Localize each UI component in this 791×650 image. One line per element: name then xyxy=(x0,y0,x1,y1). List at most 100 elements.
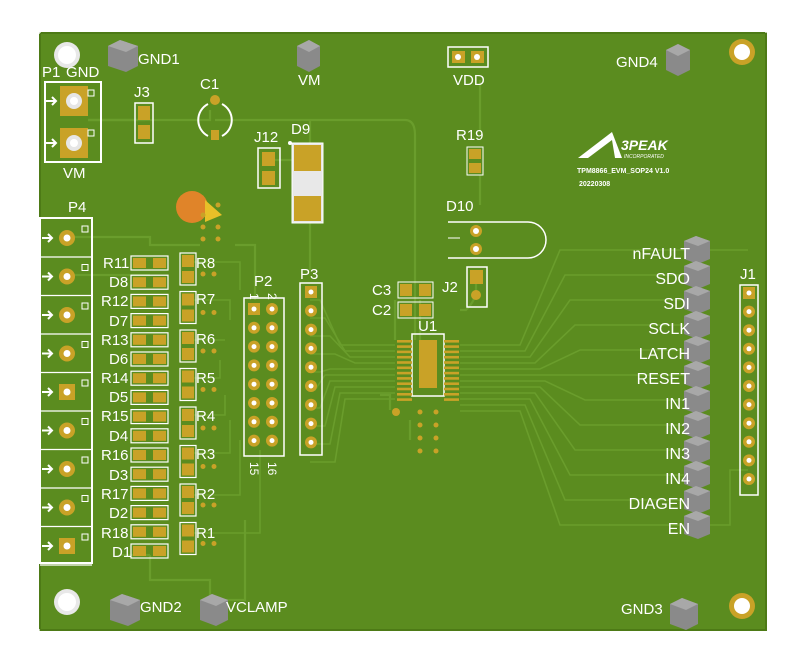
smd-pad xyxy=(133,430,146,441)
j12-ref: J12 xyxy=(254,129,278,146)
via xyxy=(211,541,217,546)
u1-pin xyxy=(397,340,412,343)
u1-pin xyxy=(444,350,459,354)
p4-pin-hole xyxy=(63,350,71,357)
smd-outline xyxy=(130,428,169,444)
p4-pin-hole xyxy=(63,273,71,280)
u1-pin xyxy=(397,382,412,385)
diagen-label: DIAGEN xyxy=(629,496,690,513)
test-point-gnd3[interactable] xyxy=(670,598,698,630)
c2-ref: C2 xyxy=(372,302,391,319)
u1-ref: U1 xyxy=(418,318,437,335)
smd-pad xyxy=(133,354,146,364)
p1-gnd-label: GND xyxy=(66,64,100,81)
j1-pin-hole xyxy=(746,327,752,333)
p4-mark xyxy=(81,302,89,310)
u1-pin xyxy=(397,393,412,396)
smd-pad xyxy=(133,392,146,403)
signal-test-point-top xyxy=(684,436,710,446)
smd-outline xyxy=(130,505,169,521)
test-point-gnd4[interactable] xyxy=(666,44,690,76)
p4-ref: P4 xyxy=(68,199,86,216)
p3-pins xyxy=(305,286,317,449)
p2-pin-hole xyxy=(269,344,275,350)
smd-pad xyxy=(133,546,146,556)
p3-pin-hole xyxy=(308,364,314,370)
sdi-label: SDI xyxy=(663,296,690,313)
mid-resistor-pad xyxy=(182,524,194,537)
p4-pin-hole xyxy=(63,311,71,319)
u1-pin xyxy=(397,377,412,380)
p4-mark xyxy=(81,264,89,271)
smd-pad xyxy=(153,546,166,556)
r8-ref: R8 xyxy=(196,255,215,272)
p2-pin-hole xyxy=(251,400,257,406)
j1-pin-hole xyxy=(746,420,752,426)
u1-pin xyxy=(397,350,412,354)
j1-pin-hole xyxy=(746,383,752,389)
via xyxy=(211,310,217,315)
signal-test-point-top xyxy=(684,486,710,496)
j1-ref: J1 xyxy=(740,266,756,283)
p2-pin-hole xyxy=(251,381,257,387)
j12-pin xyxy=(262,171,275,185)
p2-pin1-label: 1 xyxy=(247,293,261,300)
smd-pad xyxy=(153,315,166,326)
mid-resistor-pad xyxy=(182,486,194,498)
smd-pad xyxy=(153,258,166,268)
r15-ref: R15 xyxy=(101,408,129,425)
smd-pad xyxy=(153,526,166,537)
signal-test-point-top xyxy=(684,311,710,321)
u1-pin xyxy=(444,361,459,364)
p3-pin-hole xyxy=(308,439,314,445)
r6-ref: R6 xyxy=(196,331,215,348)
gnd1-label: GND1 xyxy=(138,51,180,68)
p4-arrow xyxy=(42,310,54,320)
signal-test-point-top xyxy=(684,336,710,346)
via xyxy=(200,464,206,469)
smd-outline xyxy=(130,293,169,309)
p2-pin-hole xyxy=(251,419,257,425)
mid-resistor-pad xyxy=(182,409,194,421)
r5-ref: R5 xyxy=(196,370,215,387)
signal-labels: nFAULT SDO SDI SCLK LATCH RESET IN1 IN2 … xyxy=(629,246,691,538)
j1-pin-hole xyxy=(746,290,752,296)
via xyxy=(200,271,206,277)
test-point-vclamp[interactable] xyxy=(200,594,228,626)
in1-label: IN1 xyxy=(665,396,690,413)
mid-resistor-pad xyxy=(182,463,194,476)
smd-outline xyxy=(130,485,169,501)
smd-outline xyxy=(130,370,169,386)
test-point-gnd1[interactable] xyxy=(108,40,138,72)
mid-resistor-pad xyxy=(182,255,194,267)
p2-pin-hole xyxy=(269,419,275,425)
smd-pad xyxy=(133,334,146,345)
test-point-vm[interactable] xyxy=(297,40,320,72)
smd-outline xyxy=(130,524,169,540)
u1-pin xyxy=(444,377,459,380)
width-dimension xyxy=(38,8,768,33)
p4-pin-hole xyxy=(63,427,71,434)
c2-outline xyxy=(397,301,434,319)
c3-outline xyxy=(397,281,434,299)
u1-pin xyxy=(397,345,412,348)
p2-pin-hole xyxy=(251,344,257,350)
p1-ref: P1 xyxy=(42,64,60,81)
p3-pin-hole xyxy=(308,383,314,389)
board-name-label: TPM8866_EVM_SOP24 V1.0 xyxy=(577,168,669,175)
via xyxy=(211,271,217,277)
smd-pad xyxy=(133,450,146,460)
mid-resistor-outline xyxy=(179,329,197,363)
smd-pad xyxy=(153,373,166,384)
r19-pad xyxy=(469,149,481,159)
smd-pad xyxy=(153,507,166,518)
p3-pin-hole xyxy=(308,289,314,295)
mid-resistor-pad xyxy=(182,309,194,322)
width-dimension-label: 97.28 xyxy=(377,7,422,25)
j1-pin-hole xyxy=(746,364,752,370)
vdd-header xyxy=(447,46,489,68)
test-point-gnd2[interactable] xyxy=(110,594,140,626)
d2-ref: D2 xyxy=(109,505,128,522)
via xyxy=(211,387,217,392)
via xyxy=(211,348,217,354)
